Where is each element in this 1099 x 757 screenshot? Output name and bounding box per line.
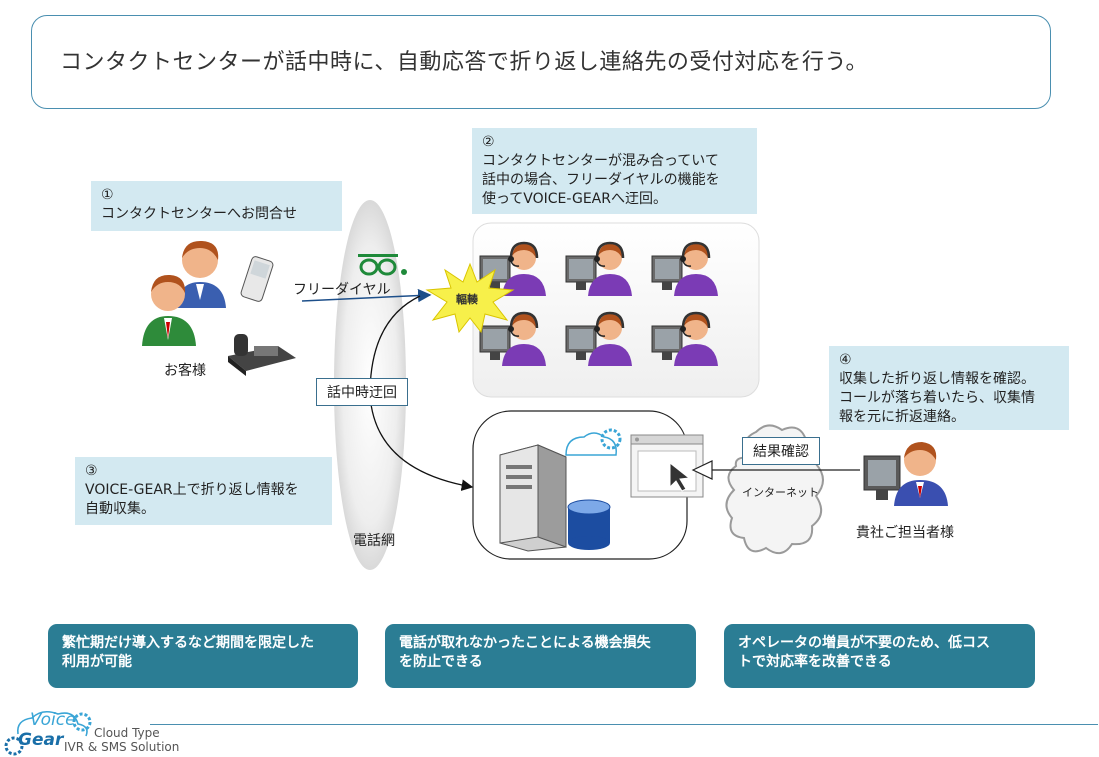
step3-note: ③ VOICE-GEAR上で折り返し情報を 自動収集。	[75, 457, 332, 525]
benefit-card: 電話が取れなかったことによる機会損失 を防止できる	[385, 624, 696, 688]
voice-gear-logo	[4, 710, 92, 756]
staff-illustration	[863, 442, 948, 506]
internet-label: インターネット	[742, 486, 819, 499]
benefit-card: 繁忙期だけ導入するなど期間を限定した 利用が可能	[48, 624, 358, 688]
logo-tagline1: Cloud Type	[94, 726, 160, 740]
staff-person-icon	[863, 442, 948, 506]
step2-text-line1: コンタクトセンターが混み合っていて	[482, 153, 719, 169]
step2-number: ②	[482, 134, 495, 150]
check-results-label: 結果確認	[742, 437, 820, 465]
step2-text-line2: 話中の場合、フリーダイヤルの機能を	[482, 172, 720, 188]
freedial-label: フリーダイヤル	[293, 282, 391, 298]
benefit-card: オペレータの増員が不要のため、低コス トで対応率を改善できる	[724, 624, 1035, 688]
title-box: コンタクトセンターが話中時に、自動応答で折り返し連絡先の受付対応を行う。	[31, 15, 1051, 109]
step1-text: コンタクトセンターへお問合せ	[101, 206, 297, 222]
step4-text-line2: コールが落ち着いたら、収集情	[839, 390, 1035, 406]
benefit-text-line1: 繁忙期だけ導入するなど期間を限定した	[62, 635, 314, 651]
step2-text-line3: 使ってVOICE-GEARへ迂回。	[482, 191, 667, 207]
step2-note: ② コンタクトセンターが混み合っていて 話中の場合、フリーダイヤルの機能を 使っ…	[472, 128, 757, 214]
voice-gear-mini-logo	[565, 428, 622, 456]
logo-voice-text: Voice	[30, 710, 76, 730]
desk-phone-icon	[228, 334, 296, 376]
cursor-icon	[669, 461, 691, 492]
step3-number: ③	[85, 463, 98, 479]
busy-detour-label: 話中時迂回	[316, 378, 408, 406]
step3-text-line2: 自動収集。	[85, 501, 155, 517]
benefit-text-line2: トで対応率を改善できる	[738, 654, 892, 670]
customers-illustration	[142, 240, 296, 376]
customer-label: お客様	[164, 363, 206, 379]
step4-number: ④	[839, 352, 852, 368]
footer-divider	[150, 724, 1098, 725]
freedial-arrow	[301, 288, 432, 303]
logo-tagline2: IVR & SMS Solution	[64, 740, 180, 754]
freedial-logo-icon	[358, 254, 407, 276]
benefit-text-line1: 電話が取れなかったことによる機会損失	[399, 635, 651, 651]
results-arrowhead	[691, 460, 713, 480]
step1-note: ① コンタクトセンターへお問合せ	[91, 181, 342, 231]
browser-window-icon	[630, 434, 704, 498]
step1-number: ①	[101, 187, 114, 203]
phone-network-label: 電話網	[353, 533, 395, 549]
database-icon	[567, 499, 611, 550]
step4-note: ④ 収集した折り返し情報を確認。 コールが落ち着いたら、収集情 報を元に折返連絡…	[829, 346, 1069, 430]
customer-person-icon	[176, 240, 226, 308]
staff-label: 貴社ご担当者様	[856, 525, 954, 541]
benefit-text-line2: 利用が可能	[62, 654, 132, 670]
page-title: コンタクトセンターが話中時に、自動応答で折り返し連絡先の受付対応を行う。	[60, 50, 869, 75]
benefit-text-line1: オペレータの増員が不要のため、低コス	[738, 635, 990, 651]
customer-person-icon	[142, 274, 196, 346]
step4-text-line3: 報を元に折返連絡。	[839, 409, 965, 425]
step3-text-line1: VOICE-GEAR上で折り返し情報を	[85, 482, 299, 498]
server-icon	[499, 444, 567, 552]
logo-gear-text: Gear	[18, 730, 64, 750]
mobile-phone-icon	[240, 256, 274, 302]
benefit-text-line2: を防止できる	[399, 654, 483, 670]
server-cluster	[499, 428, 704, 552]
congestion-burst-icon	[425, 262, 515, 334]
congestion-label: 輻輳	[456, 293, 478, 306]
step4-text-line1: 収集した折り返し情報を確認。	[839, 371, 1035, 387]
